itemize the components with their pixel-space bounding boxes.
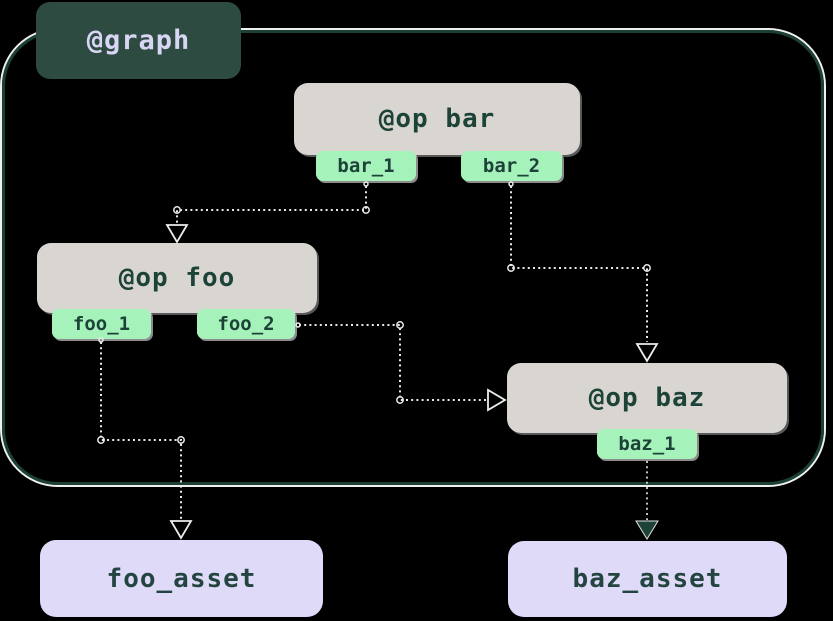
output-tag-foo_2: foo_2 xyxy=(197,309,295,339)
graph-label: @graph xyxy=(36,2,241,79)
output-tag-foo_1: foo_1 xyxy=(52,309,151,339)
output-tag-baz_1: baz_1 xyxy=(597,429,697,459)
asset-node-baz_asset: baz_asset xyxy=(508,541,787,617)
arrowhead-filled-baz_asset xyxy=(635,520,659,540)
graph-boundary xyxy=(2,30,824,485)
output-tag-bar_2-text: bar_2 xyxy=(482,155,541,177)
output-tag-foo_2-text: foo_2 xyxy=(217,313,275,335)
output-tag-baz_1-text: baz_1 xyxy=(618,433,676,455)
op-node-bar: @op bar xyxy=(294,83,580,155)
asset-node-foo_asset: foo_asset xyxy=(40,540,323,617)
graph-label-text: @graph xyxy=(86,25,191,56)
asset-foo-label: foo_asset xyxy=(106,563,257,594)
output-tag-foo_1-text: foo_1 xyxy=(72,313,131,335)
op-bar-label: @op bar xyxy=(378,104,496,134)
arrowhead-open-foo_asset xyxy=(169,520,193,540)
op-foo-label: @op foo xyxy=(118,263,236,293)
asset-baz-label: baz_asset xyxy=(572,564,723,594)
op-node-baz: @op baz xyxy=(507,363,787,433)
op-node-foo: @op foo xyxy=(37,243,317,313)
output-tag-bar_1: bar_1 xyxy=(316,151,416,181)
output-tag-bar_1-text: bar_1 xyxy=(337,155,395,177)
output-tag-bar_2: bar_2 xyxy=(461,151,562,181)
op-baz-label: @op baz xyxy=(588,383,706,413)
